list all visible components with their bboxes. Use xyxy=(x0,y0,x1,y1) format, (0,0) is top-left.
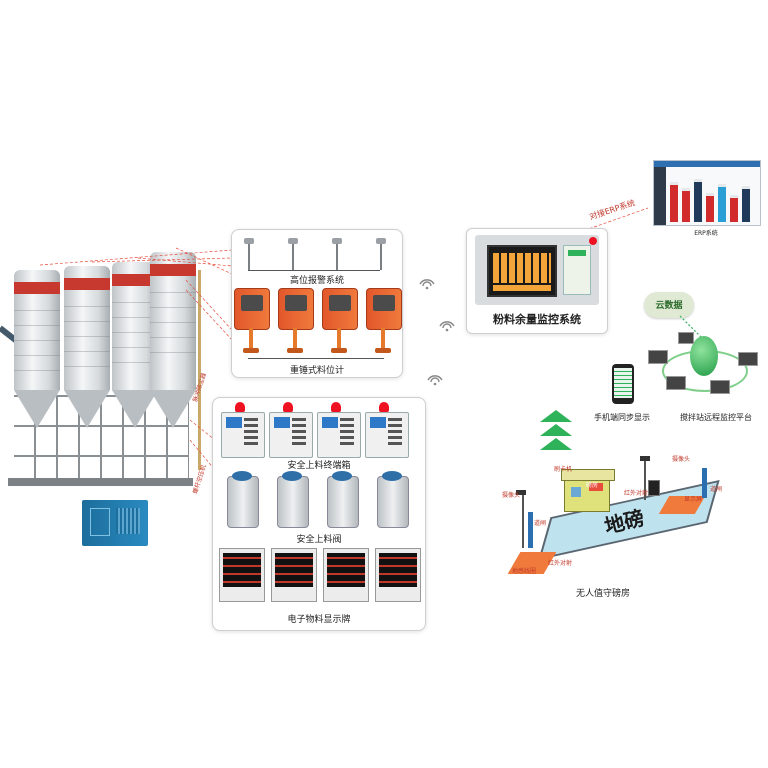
label-weighbridge: 无人值守磅房 xyxy=(576,586,630,599)
label-safe-valve: 安全上料阀 xyxy=(213,532,425,545)
air-compressor xyxy=(82,500,148,546)
terminal-box-4 xyxy=(365,412,409,458)
safe-valve-2 xyxy=(277,476,309,528)
material-board-4 xyxy=(375,548,421,602)
display-screen xyxy=(648,480,660,496)
label-monitor-system: 粉料余量监控系统 xyxy=(467,311,607,327)
safe-valve-1 xyxy=(227,476,259,528)
safe-valve-3 xyxy=(327,476,359,528)
alarm-light-2 xyxy=(283,402,293,412)
erp-bar xyxy=(670,182,678,222)
arrow-up-icon xyxy=(540,424,572,436)
material-board-2 xyxy=(271,548,317,602)
monitor-red-light xyxy=(589,237,597,245)
weighbridge-scene: 地磅 磅房 摄像头 道闸 红外对射 道闸 摄像头 红外对射 显示屏 地感线圈 刷… xyxy=(494,454,756,584)
annotation: 显示屏 xyxy=(684,494,702,503)
monitor-cabinet xyxy=(475,235,599,305)
weight-gauge-4 xyxy=(366,288,402,330)
erp-screen xyxy=(653,160,761,226)
silo-2-cone xyxy=(64,390,110,428)
erp-bar xyxy=(682,188,690,222)
material-board-3 xyxy=(323,548,369,602)
erp-bar xyxy=(694,179,702,222)
weight-gauge-1 xyxy=(234,288,270,330)
weight-gauge-2 xyxy=(278,288,314,330)
annotation: 摄像头 xyxy=(672,454,690,463)
arrow-up-icon xyxy=(540,438,572,450)
wifi-icon xyxy=(436,312,458,332)
annotation: 道闸 xyxy=(534,518,546,527)
label-mobile-sync: 手机端同步显示 xyxy=(594,412,650,423)
terminal-box-2 xyxy=(269,412,313,458)
panel-level-sensors: 高位报警系统 重锤式料位计 xyxy=(231,229,403,378)
silo-4-cone xyxy=(150,390,196,428)
computer-icon xyxy=(710,380,730,394)
safe-valve-4 xyxy=(377,476,409,528)
label-safe-terminal: 安全上料终端箱 xyxy=(213,458,425,471)
silo-1 xyxy=(14,270,60,390)
material-board-1 xyxy=(219,548,265,602)
terminal-box-3 xyxy=(317,412,361,458)
wifi-icon xyxy=(424,366,446,386)
barrier-gate-right xyxy=(702,468,707,498)
label-high-alarm: 高位报警系统 xyxy=(232,273,402,286)
weight-gauge-3 xyxy=(322,288,358,330)
label-remote-platform: 搅拌站远程监控平台 xyxy=(680,412,752,423)
annotation: 刷卡机 xyxy=(554,464,572,473)
barrier-gate-left xyxy=(528,512,533,548)
silo-2 xyxy=(64,266,110,390)
silo-1-cone xyxy=(14,390,60,428)
globe-icon xyxy=(690,336,718,376)
label-erp-system: ERP系统 xyxy=(653,228,759,237)
label-scale-house: 磅房 xyxy=(586,480,598,489)
annotation: 红外对射 xyxy=(624,488,648,497)
computer-icon xyxy=(648,350,668,364)
annotation: 道闸 xyxy=(710,484,722,493)
monitor-screen xyxy=(487,245,557,297)
silo-4 xyxy=(150,252,196,390)
silo-group xyxy=(0,240,210,500)
erp-bars xyxy=(670,175,756,219)
arrow-up-icon xyxy=(540,410,572,422)
label-cloud-data: 云数据 xyxy=(644,298,694,311)
erp-bar xyxy=(718,184,726,222)
computer-icon xyxy=(738,352,758,366)
annotation: 摄像头 xyxy=(502,490,520,499)
label-e-board: 电子物料显示牌 xyxy=(213,612,425,625)
terminal-box-1 xyxy=(221,412,265,458)
alarm-light-4 xyxy=(379,402,389,412)
annotation: 红外对射 xyxy=(548,558,572,567)
network-globe xyxy=(648,332,758,402)
computer-icon xyxy=(678,332,694,344)
alarm-light-3 xyxy=(331,402,341,412)
silo-base xyxy=(8,478,193,486)
erp-bar xyxy=(730,195,738,222)
erp-bar xyxy=(742,186,750,222)
dust-collector-pipe xyxy=(198,270,201,470)
camera-pole-left xyxy=(522,494,524,548)
monitor-panel-sticker xyxy=(563,245,591,295)
computer-icon xyxy=(666,376,686,390)
wifi-icon xyxy=(416,270,438,290)
alarm-light-1 xyxy=(235,402,245,412)
mobile-phone xyxy=(612,364,634,404)
annotation: 地感线圈 xyxy=(512,566,536,575)
panel-monitor-system: 粉料余量监控系统 xyxy=(466,228,608,334)
erp-bar xyxy=(706,193,714,222)
label-weight-gauge: 重锤式料位计 xyxy=(232,363,402,376)
panel-safe-loading: 安全上料终端箱 安全上料阀 电子物料显示牌 xyxy=(212,397,426,631)
label-erp-connect: 对接ERP系统 xyxy=(588,197,637,222)
camera-icon xyxy=(640,456,650,461)
